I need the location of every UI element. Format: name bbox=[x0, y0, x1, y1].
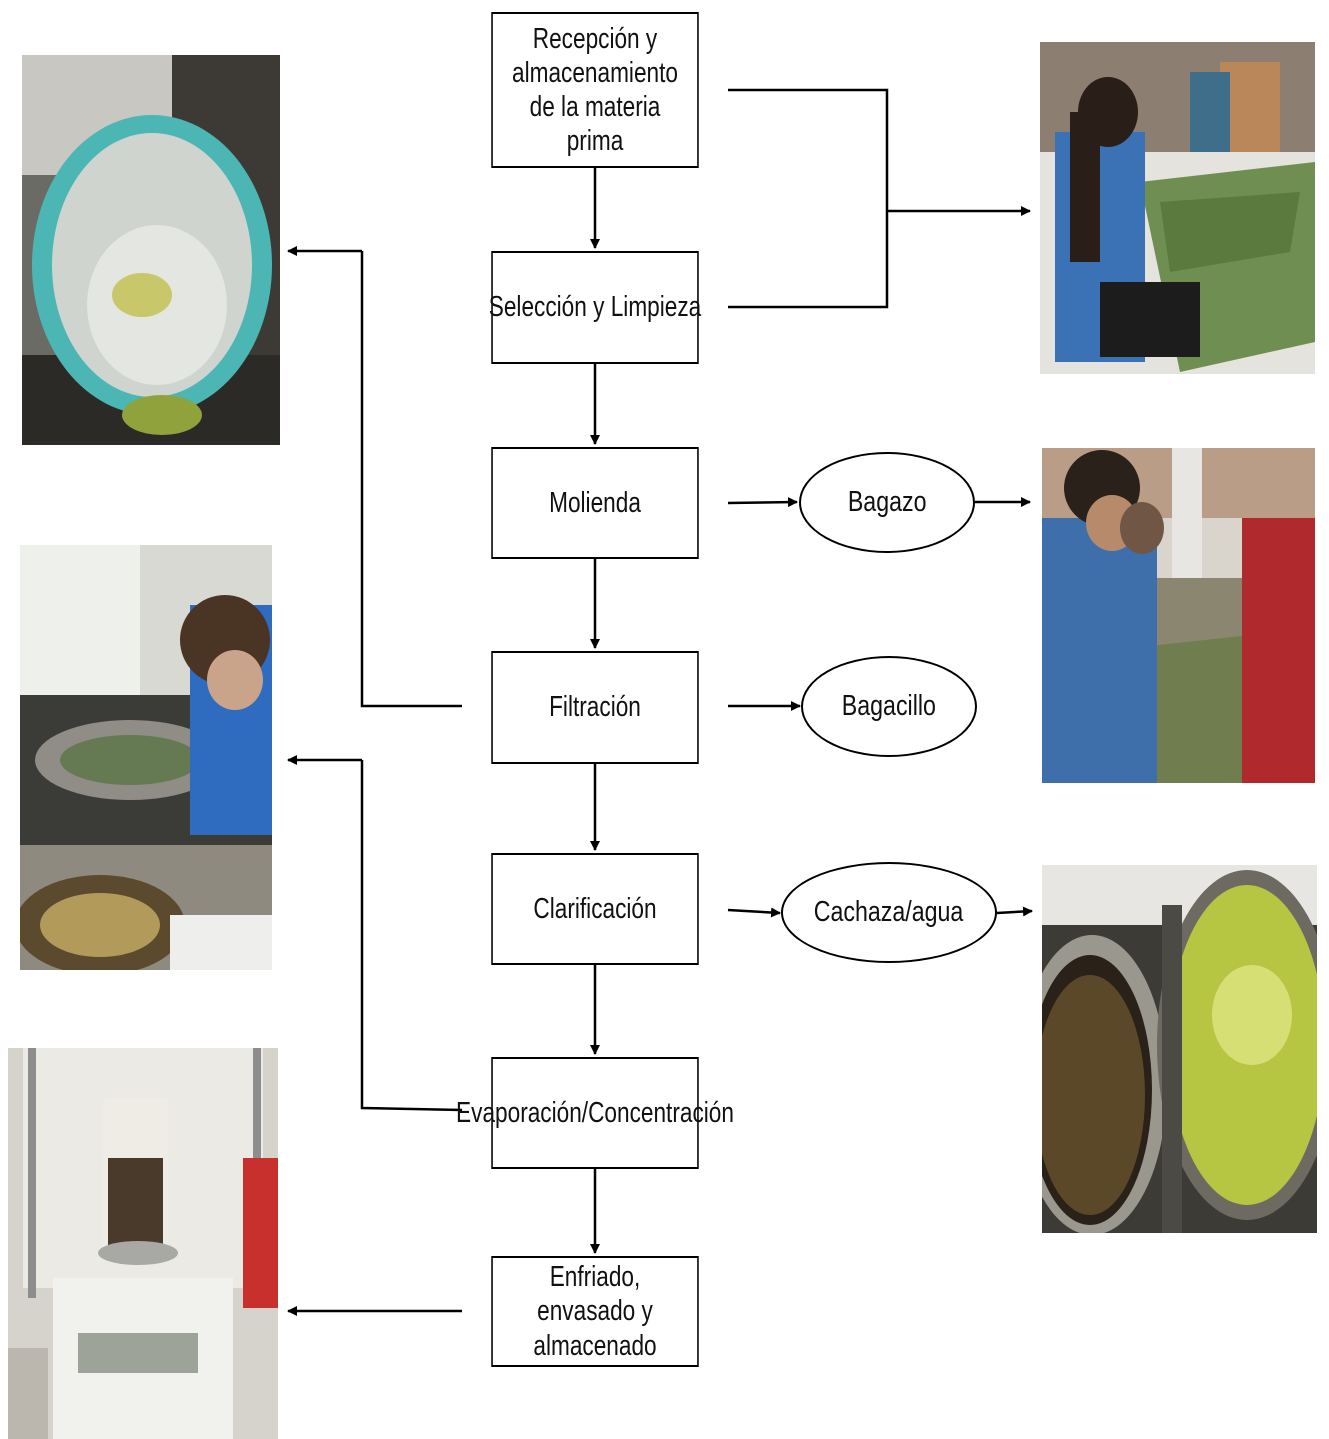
photo-evaporation-pans bbox=[20, 545, 272, 970]
step-label: Molienda bbox=[549, 486, 641, 519]
connector-evaporacion-left bbox=[360, 760, 463, 1112]
byproduct-bagacillo: Bagacillo bbox=[801, 656, 977, 757]
byproduct-cachaza-agua: Cachaza/agua bbox=[781, 862, 997, 963]
photo-raw-material-sorting bbox=[1040, 42, 1315, 374]
byproduct-bagazo: Bagazo bbox=[799, 452, 975, 553]
photo-milling bbox=[1042, 448, 1315, 783]
step-label: Filtración bbox=[549, 691, 641, 724]
photo-filtering-strainer bbox=[22, 55, 280, 445]
step-label: Evaporación/Concentración bbox=[456, 1096, 734, 1129]
byproduct-label: Bagazo bbox=[847, 486, 927, 518]
step-label: Recepción y almacenamiento de la materia… bbox=[512, 22, 678, 158]
connector-filtracion-left bbox=[360, 251, 462, 708]
arrow-molienda-bagazo bbox=[727, 497, 798, 508]
bracket-steps-1-2 bbox=[728, 88, 889, 309]
step-filtration: Filtración bbox=[491, 651, 699, 764]
step-cooling-packaging-storage: Enfriado, envasado y almacenado bbox=[491, 1256, 699, 1367]
step-milling: Molienda bbox=[491, 447, 699, 559]
arrow-clarificacion-cachaza bbox=[727, 907, 781, 918]
photo-analytical-balance bbox=[8, 1048, 278, 1439]
step-label: Clarificación bbox=[533, 892, 657, 925]
step-clarification: Clarificación bbox=[491, 853, 699, 965]
step-evaporation-concentration: Evaporación/Concentración bbox=[456, 1057, 734, 1169]
byproduct-label: Bagacillo bbox=[841, 690, 937, 722]
byproduct-label: Cachaza/agua bbox=[814, 896, 964, 928]
step-reception-storage: Recepción y almacenamiento de la materia… bbox=[491, 12, 699, 168]
photo-clarification-pots bbox=[1042, 865, 1317, 1233]
step-label: Enfriado, envasado y almacenado bbox=[533, 1261, 657, 1362]
step-selection-cleaning: Selección y Limpieza bbox=[488, 251, 702, 364]
step-label: Selección y Limpieza bbox=[488, 291, 702, 324]
arrow-cachaza-photo bbox=[996, 906, 1033, 917]
